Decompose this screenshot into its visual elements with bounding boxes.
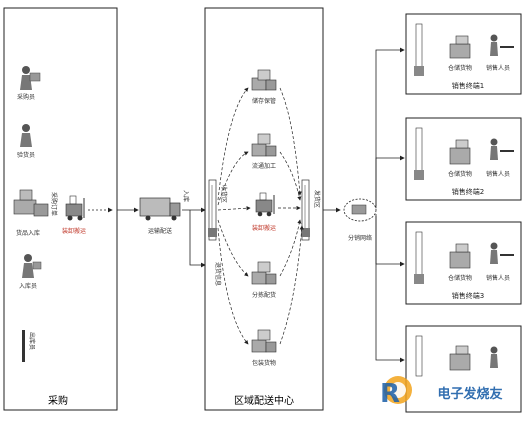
svg-text:收货区: 收货区 bbox=[220, 185, 228, 203]
distribution-title: 区域配送中心 bbox=[234, 394, 294, 407]
worker-label-3: 入库员 bbox=[19, 282, 37, 290]
vertical-note: 采购订单 bbox=[50, 192, 58, 216]
procurement-panel: 采购 采购员 验货员 货品入库 采购订单 bbox=[3, 7, 118, 411]
svg-text:分拣配货: 分拣配货 bbox=[252, 291, 276, 299]
store-panel-3: 仓储货物 销售人员 销售终端3 bbox=[405, 221, 522, 305]
return-note: 退货信息 bbox=[214, 262, 222, 286]
forklift-label: 装卸搬运 bbox=[62, 227, 86, 235]
svg-text:采购订单: 采购订单 bbox=[50, 192, 58, 216]
dc-node-1: 储存保管 bbox=[251, 69, 277, 105]
svg-text:装卸搬运: 装卸搬运 bbox=[252, 224, 276, 232]
receiving-rack: 收货区 bbox=[208, 179, 228, 241]
worker-label-4: 出库员 bbox=[28, 332, 36, 350]
svg-text:仓储货物: 仓储货物 bbox=[448, 274, 472, 282]
forklift-icon: 装卸搬运 bbox=[62, 195, 86, 235]
svg-text:流通加工: 流通加工 bbox=[252, 162, 276, 170]
svg-text:发货区: 发货区 bbox=[313, 190, 321, 208]
dc-node-3-forklift: 装卸搬运 bbox=[252, 192, 276, 232]
svg-text:R: R bbox=[380, 379, 400, 409]
shipping-rack: 发货区 bbox=[301, 179, 321, 241]
dc-node-4: 分拣配货 bbox=[251, 261, 277, 299]
truck-icon: 运输配送 bbox=[139, 197, 181, 235]
goods-stack: 货品入库 bbox=[13, 189, 49, 237]
svg-text:销售人员: 销售人员 bbox=[486, 274, 510, 282]
store-name-2: 销售终端2 bbox=[452, 187, 484, 196]
worker-figure-3: 入库员 bbox=[19, 254, 42, 290]
worker-figure-1: 采购员 bbox=[17, 66, 41, 101]
worker-label-2: 验货员 bbox=[17, 151, 35, 159]
svg-text:包装货物: 包装货物 bbox=[252, 359, 276, 367]
svg-text:仓储货物: 仓储货物 bbox=[448, 170, 472, 178]
truck-label: 运输配送 bbox=[148, 227, 172, 235]
worker-figure-4: 出库员 bbox=[22, 330, 36, 362]
svg-text:销售人员: 销售人员 bbox=[486, 170, 510, 178]
procurement-title: 采购 bbox=[48, 394, 68, 407]
worker-label-1: 采购员 bbox=[17, 93, 35, 101]
store-name-1: 销售终端1 bbox=[452, 81, 484, 90]
dc-node-2: 流通加工 bbox=[251, 133, 277, 170]
store-panel-1: 仓储货物 销售人员 销售终端1 bbox=[405, 13, 522, 95]
store-panel-2: 仓储货物 销售人员 销售终端2 bbox=[405, 117, 522, 201]
distribution-hub: 分销网络 bbox=[343, 198, 377, 242]
svg-text:储存保管: 储存保管 bbox=[252, 97, 276, 105]
store-panel-4 bbox=[405, 325, 522, 413]
hub-label: 分销网络 bbox=[348, 234, 372, 242]
distribution-panel: 区域配送中心 收货区 发货区 退货信息 储存保管 流通加工 bbox=[204, 7, 324, 411]
goods-label: 货品入库 bbox=[16, 229, 40, 237]
watermark-logo: R 电子发烧友 bbox=[380, 376, 503, 409]
svg-text:仓储货物: 仓储货物 bbox=[448, 64, 472, 72]
transport-side-note: 入库 bbox=[182, 190, 190, 202]
dc-node-5: 包装货物 bbox=[251, 329, 277, 367]
worker-figure-2: 验货员 bbox=[17, 124, 35, 159]
svg-text:销售人员: 销售人员 bbox=[486, 64, 510, 72]
watermark-text: 电子发烧友 bbox=[437, 386, 502, 402]
store-name-3: 销售终端3 bbox=[452, 291, 484, 300]
